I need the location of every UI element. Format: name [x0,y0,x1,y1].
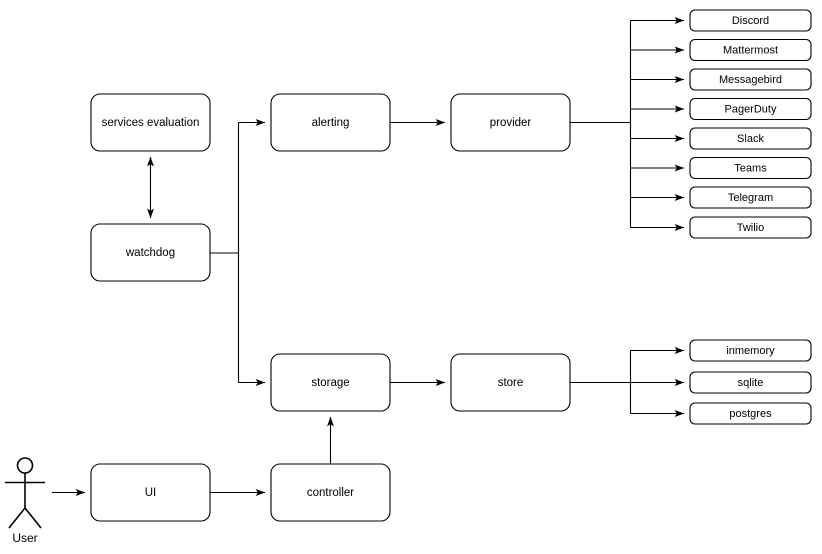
actor-user-right-leg [24,507,42,529]
node-storage[interactable]: storage [270,353,391,412]
node-storage-box[interactable] [270,353,391,412]
leaf-node-sqlite[interactable]: sqlite [689,371,812,394]
node-controller-label: controller [307,487,354,499]
actor-user-left-leg [8,507,26,529]
leaf-node-inmemory-label: inmemory [726,345,775,357]
leaf-node-discord[interactable]: Discord [689,9,812,32]
node-storage-label: storage [311,377,349,389]
leaf-node-telegram-box[interactable] [689,186,812,209]
leaf-node-twilio-label: Twilio [737,222,765,234]
leaf-node-pagerduty-label: PagerDuty [725,103,777,115]
store-list: inmemory sqlite postgres [689,339,812,425]
leaf-node-messagebird-box[interactable] [689,68,812,91]
leaf-node-twilio[interactable]: Twilio [689,216,812,239]
node-provider-box[interactable] [450,93,571,152]
leaf-node-teams[interactable]: Teams [689,156,812,180]
node-services-evaluation-label: services evaluation [102,117,200,129]
node-watchdog-box[interactable] [90,223,211,282]
leaf-node-slack-label: Slack [737,133,764,145]
leaf-node-mattermost-box[interactable] [689,38,812,62]
node-store-box[interactable] [450,353,571,412]
node-store-label: store [498,377,524,389]
leaf-node-mattermost[interactable]: Mattermost [689,38,812,62]
leaf-node-slack-box[interactable] [689,127,812,150]
leaf-node-slack[interactable]: Slack [689,127,812,150]
node-controller-box[interactable] [270,463,391,522]
node-services-evaluation[interactable]: services evaluation [90,93,211,152]
node-alerting[interactable]: alerting [270,93,391,152]
leaf-node-discord-box[interactable] [689,9,812,32]
nodes-layer: services evaluation watchdog alerting pr… [90,93,571,522]
node-alerting-label: alerting [312,117,350,129]
edges-layer [52,17,685,496]
node-services-evaluation-box[interactable] [90,93,211,152]
leaf-node-postgres-label: postgres [729,408,772,420]
actor-user-head-icon [16,457,34,474]
leaf-node-discord-label: Discord [732,15,769,27]
leaf-node-teams-label: Teams [734,162,767,174]
node-store[interactable]: store [450,353,571,412]
actor-user[interactable]: User [5,457,45,545]
leaf-node-telegram-label: Telegram [728,192,773,204]
node-controller[interactable]: controller [270,463,391,522]
leaf-node-inmemory-box[interactable] [689,339,812,362]
leaf-node-sqlite-label: sqlite [738,377,764,389]
leaf-node-postgres-box[interactable] [689,402,812,425]
leaf-node-postgres[interactable]: postgres [689,402,812,425]
node-ui-box[interactable] [90,463,211,522]
actor-user-label: User [12,531,37,545]
leaf-node-twilio-box[interactable] [689,216,812,239]
node-ui-label: UI [145,487,157,499]
leaf-node-pagerduty[interactable]: PagerDuty [689,97,812,121]
leaf-node-messagebird[interactable]: Messagebird [689,68,812,91]
leaf-node-sqlite-box[interactable] [689,371,812,394]
leaf-node-messagebird-label: Messagebird [719,74,782,86]
node-ui[interactable]: UI [90,463,211,522]
node-provider[interactable]: provider [450,93,571,152]
leaf-node-teams-box[interactable] [689,156,812,180]
leaf-node-inmemory[interactable]: inmemory [689,339,812,362]
leaf-node-telegram[interactable]: Telegram [689,186,812,209]
node-alerting-box[interactable] [270,93,391,152]
provider-list: Discord Mattermost Messagebird PagerDuty… [689,9,812,239]
leaf-node-mattermost-label: Mattermost [723,44,778,56]
node-watchdog[interactable]: watchdog [90,223,211,282]
node-provider-label: provider [490,117,532,129]
node-watchdog-label: watchdog [125,247,175,259]
leaf-node-pagerduty-box[interactable] [689,97,812,121]
